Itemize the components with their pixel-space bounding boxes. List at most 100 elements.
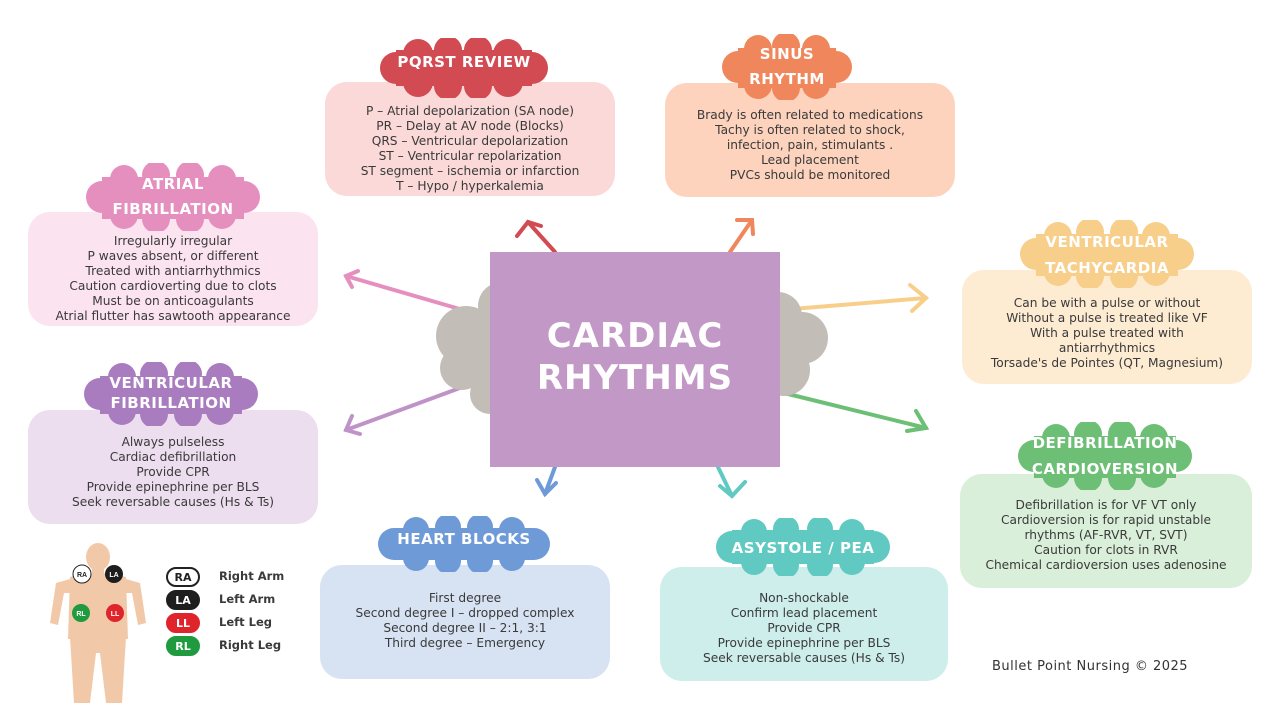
vtach-line: Without a pulse is treated like VF (1006, 311, 1208, 325)
ll-marker: LL (111, 611, 120, 618)
arrow-afib (343, 269, 472, 314)
sinus-title-cloud (722, 34, 852, 100)
sinus-line: Lead placement (761, 153, 859, 167)
vfib-title-line: FIBRILLATION (110, 394, 232, 412)
pqrst-line: ST segment – ischemia or infarction (360, 164, 580, 178)
defib-line: rhythms (AF-RVR, VT, SVT) (1024, 528, 1188, 542)
rl-marker: RL (76, 611, 86, 618)
vtach-title: VENTRICULAR TACHYCARDIA (1018, 229, 1196, 281)
sinus-line: Tachy is often related to shock, (715, 123, 905, 137)
asystole-line: Confirm lead placement (730, 606, 878, 620)
pqrst-title-cloud (380, 38, 548, 98)
defib-line: Cardioversion is for rapid unstable (1001, 513, 1211, 527)
vfib-line: Provide epinephrine per BLS (86, 480, 260, 494)
pqrst-line: QRS – Ventricular depolarization (371, 134, 569, 148)
afib-title-line: FIBRILLATION (112, 200, 234, 218)
defibrillation-cardioversion-box: Defibrillation is for VF VT only Cardiov… (960, 474, 1252, 588)
legend-label: Left Leg (219, 615, 272, 629)
defib-line: Chemical cardioversion uses adenosine (985, 558, 1227, 572)
pqrst-line: T – Hypo / hyperkalemia (396, 179, 544, 193)
asystole-pea-box: Non-shockable Confirm lead placement Pro… (660, 567, 948, 681)
vtach-line: Torsade's de Pointes (QT, Magnesium) (990, 356, 1224, 370)
defib-title: DEFIBRILLATION CARDIOVERSION (1016, 430, 1194, 482)
pqrst-line: ST – Ventricular repolarization (378, 149, 562, 163)
ventricular-fibrillation-box: Always pulseless Cardiac defibrillation … (28, 410, 318, 524)
defib-line: Defibrillation is for VF VT only (1015, 498, 1197, 512)
afib-title: ATRIAL FIBRILLATION (84, 172, 262, 222)
pqrst-title-line: PQRST REVIEW (397, 53, 531, 71)
sinus-title: SINUS RHYTHM (720, 42, 854, 92)
vfib-title-line: VENTRICULAR (109, 374, 233, 392)
legend-badge: RL (166, 636, 200, 656)
legend-badge: LL (166, 613, 200, 633)
arrow-defib (778, 390, 930, 433)
legend-row-ll: LL Left Leg (166, 613, 306, 633)
heart-blocks-box: First degree Second degree I – dropped c… (320, 565, 610, 679)
legend-label: Right Arm (219, 569, 285, 583)
legend-row-ra: RA Right Arm (166, 567, 306, 587)
arrow-vfib (343, 383, 470, 436)
legend-badge: LA (166, 590, 200, 610)
sinus-title-line: SINUS (759, 45, 815, 63)
arrow-vtach (778, 283, 930, 313)
blocks-title-cloud (378, 516, 550, 572)
pqrst-title: PQRST REVIEW (378, 50, 550, 74)
defib-title-cloud (1018, 422, 1192, 490)
blocks-line: Second degree II – 2:1, 3:1 (383, 621, 547, 635)
sinus-rhythm-box: Brady is often related to medications Ta… (665, 83, 955, 197)
vtach-line: Can be with a pulse or without (1013, 296, 1201, 310)
afib-line: Irregularly irregular (113, 234, 233, 248)
la-marker: LA (109, 572, 118, 579)
vtach-title-cloud (1020, 220, 1194, 288)
asystole-line: Provide CPR (767, 621, 841, 635)
footer-credit: Bullet Point Nursing © 2025 (992, 659, 1189, 674)
vfib-line: Always pulseless (121, 435, 225, 449)
blocks-line: Third degree – Emergency (384, 636, 546, 650)
ventricular-tachycardia-box: Can be with a pulse or without Without a… (962, 270, 1252, 384)
body-figure: RA LA RL LL (50, 543, 146, 703)
afib-title-line: ATRIAL (142, 175, 204, 193)
arrow-pqrst (515, 219, 557, 254)
vfib-line: Seek reversable causes (Hs & Ts) (72, 495, 274, 509)
vtach-title-line: VENTRICULAR (1045, 233, 1169, 251)
pqrst-review-box: P – Atrial depolarization (SA node) PR –… (325, 82, 615, 196)
afib-line: P waves absent, or different (87, 249, 259, 263)
atrial-fibrillation-box: Irregularly irregular P waves absent, or… (28, 212, 318, 326)
vfib-title: VENTRICULAR FIBRILLATION (82, 373, 260, 413)
center-box (490, 252, 780, 467)
defib-line: Caution for clots in RVR (1034, 543, 1178, 557)
arrow-sinus (728, 218, 755, 254)
afib-title-cloud (86, 163, 260, 231)
defib-title-line: DEFIBRILLATION (1032, 434, 1178, 452)
defib-title-line: CARDIOVERSION (1031, 460, 1179, 478)
afib-line: Must be on anticoagulants (92, 294, 254, 308)
sinus-line: infection, pain, stimulants . (726, 138, 894, 152)
sinus-title-line: RHYTHM (749, 70, 825, 88)
ra-marker: RA (77, 572, 87, 579)
sinus-line: Brady is often related to medications (696, 108, 924, 122)
vtach-line: antiarrhythmics (1058, 341, 1156, 355)
center-title-line1: CARDIAC (546, 316, 724, 356)
pqrst-line: PR – Delay at AV node (Blocks) (376, 119, 564, 133)
asystole-line: Non-shockable (759, 591, 849, 605)
asystole-title-cloud (716, 518, 890, 576)
asystole-line: Seek reversable causes (Hs & Ts) (703, 651, 905, 665)
arrow-blocks (535, 465, 558, 498)
blocks-title: HEART BLOCKS (376, 527, 552, 551)
asystole-line: Provide epinephrine per BLS (717, 636, 891, 650)
legend-badge: RA (166, 567, 200, 587)
blocks-title-line: HEART BLOCKS (397, 530, 531, 548)
asystole-title-line: ASYSTOLE / PEA (731, 539, 875, 557)
vfib-line: Provide CPR (136, 465, 210, 479)
center-title: CARDIAC RHYTHMS (490, 315, 780, 399)
legend-label: Right Leg (219, 638, 282, 652)
sinus-line: PVCs should be monitored (729, 168, 891, 182)
asystole-title: ASYSTOLE / PEA (714, 536, 892, 560)
afib-line: Caution cardioverting due to clots (69, 279, 277, 293)
afib-line: Atrial flutter has sawtooth appearance (55, 309, 291, 323)
afib-line: Treated with antiarrhythmics (85, 264, 261, 278)
vtach-line: With a pulse treated with (1030, 326, 1184, 340)
vtach-title-line: TACHYCARDIA (1045, 259, 1169, 277)
vfib-line: Cardiac defibrillation (109, 450, 237, 464)
